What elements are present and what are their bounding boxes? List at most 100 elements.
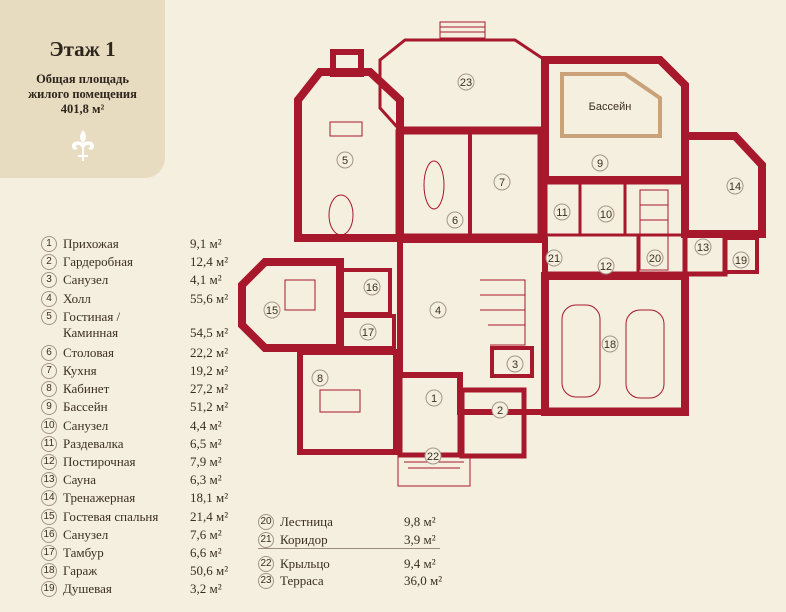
legend-room-area: 55,6 м² [190,290,229,306]
header-card: Этаж 1 Общая площадь жилого помещения 40… [0,0,165,178]
sofa [329,121,363,137]
legend-number: 11 [41,435,57,452]
legend-room-area: 27,2 м² [190,381,229,397]
legend-number: 12 [41,454,57,470]
legend-room-area: 4,1 м² [190,272,222,288]
label-22: 22 [427,451,439,463]
gym-wall [681,132,766,238]
legend-room-name: Постирочная [63,454,136,469]
legend-room-area: 6,5 м² [190,435,222,451]
legend-number: 8 [41,381,57,398]
legend-room-name: Сауна [63,472,97,488]
legend-room-name: Душевая [63,581,112,597]
label-9: 9 [597,158,603,170]
legend-row-2: 2 Гардеробная 12,4 м² [41,254,250,271]
legend-room-name: Холл [63,290,91,306]
legend-row-8: 8 Кабинет 27,2 м² [41,381,250,398]
legend-room-area: 22,2 м² [190,344,229,360]
legend-room-name: Санузел [63,417,109,433]
label-16: 16 [366,282,378,294]
legend-room-area: 4,4 м² [190,417,222,433]
shower-wall [723,236,759,274]
legend-number: 2 [41,254,57,271]
label-3: 3 [512,359,518,371]
coffee-table [328,194,354,236]
legend-room-area: 9,8 м² [404,514,436,529]
legend-room-name: Тренажерная [63,490,136,506]
legend-row-14: 14 Тренажерная 18,1 м² [41,490,250,507]
legend-number: 23 [258,573,274,589]
legend-room-name: Гостиная / [63,308,121,324]
legend-number: 7 [41,363,57,379]
label-13: 13 [697,242,709,254]
stair-20 [639,189,669,271]
legend-row-9: 9 Бассейн 51,2 м² [41,399,250,416]
dining-table [423,160,445,210]
legend-row-10: 10 Санузел 4,4 м² [41,417,250,435]
legend-number: 6 [41,344,57,361]
label-6: 6 [452,215,458,227]
legend-room-name: Санузел [63,526,109,542]
label-5: 5 [342,155,348,167]
legend-number: 22 [258,556,274,572]
service-block [542,179,688,277]
legend-room-name: Прихожая [63,236,119,251]
floor-title: Этаж 1 [49,37,116,61]
legend-room-area: 18,1 м² [190,490,229,506]
legend-number: 14 [41,490,57,507]
legend-room-area: 6,6 м² [190,545,222,560]
legend-number: 3 [41,272,57,289]
guest-bedroom-wall [238,258,344,352]
label-7: 7 [499,177,505,189]
legend-number: 10 [41,417,57,434]
label-15: 15 [266,305,278,317]
legend-room-area: 12,4 м² [190,254,229,270]
legend-number: 16 [41,526,57,543]
legend-room-name: Кухня [63,363,97,378]
legend-row-4: 4 Холл 55,6 м² [41,290,250,308]
legend-room-name: Гардеробная [63,254,133,270]
label-2: 2 [497,405,503,417]
label-23: 23 [460,77,472,89]
legend-number: 4 [41,290,57,307]
room-number-labels: 23 5 6 7 9 14 11 10 21 12 20 13 19 16 15… [263,73,750,465]
terrace-steps [439,21,486,39]
legend-number: 19 [41,581,57,598]
label-1: 1 [431,393,437,405]
legend-room-name: Санузел [63,272,109,288]
legend-room-area: 3,9 м² [404,532,436,547]
legend-room-name: Тамбур [63,545,104,560]
legend-number: 1 [41,236,57,252]
pool-label: Бассейн [589,101,632,113]
legend-room-area: 36,0 м² [404,573,443,588]
entrance-wall [397,372,463,458]
legend-room-area: 54,5 м² [190,324,229,340]
legend-room-name-line-2: Каминная [63,324,119,340]
label-20: 20 [649,253,661,265]
label-8: 8 [317,373,323,385]
legend-room-area: 21,4 м² [190,508,229,524]
legend-number: 18 [41,563,57,580]
office-wall [297,349,399,455]
label-12: 12 [600,261,612,273]
legend-room-name: Гараж [63,563,98,579]
legend-room-name: Кабинет [63,381,110,397]
legend-room-name: Бассейн [63,399,108,415]
wardrobe-wall [459,387,527,459]
legend-number: 9 [41,399,57,416]
fleur-de-lis-icon [72,130,94,161]
pool [560,72,662,138]
pool-hall-wall [541,56,689,184]
legend-room-name: Столовая [63,344,115,360]
legend-number: 21 [258,532,274,548]
legend-room-area: 6,3 м² [190,472,222,488]
label-10: 10 [600,209,612,221]
area-caption: Общая площадь жилого помещения 401,8 м² [0,72,165,117]
legend-room-area: 51,2 м² [190,399,229,415]
hall-wall [397,237,548,415]
